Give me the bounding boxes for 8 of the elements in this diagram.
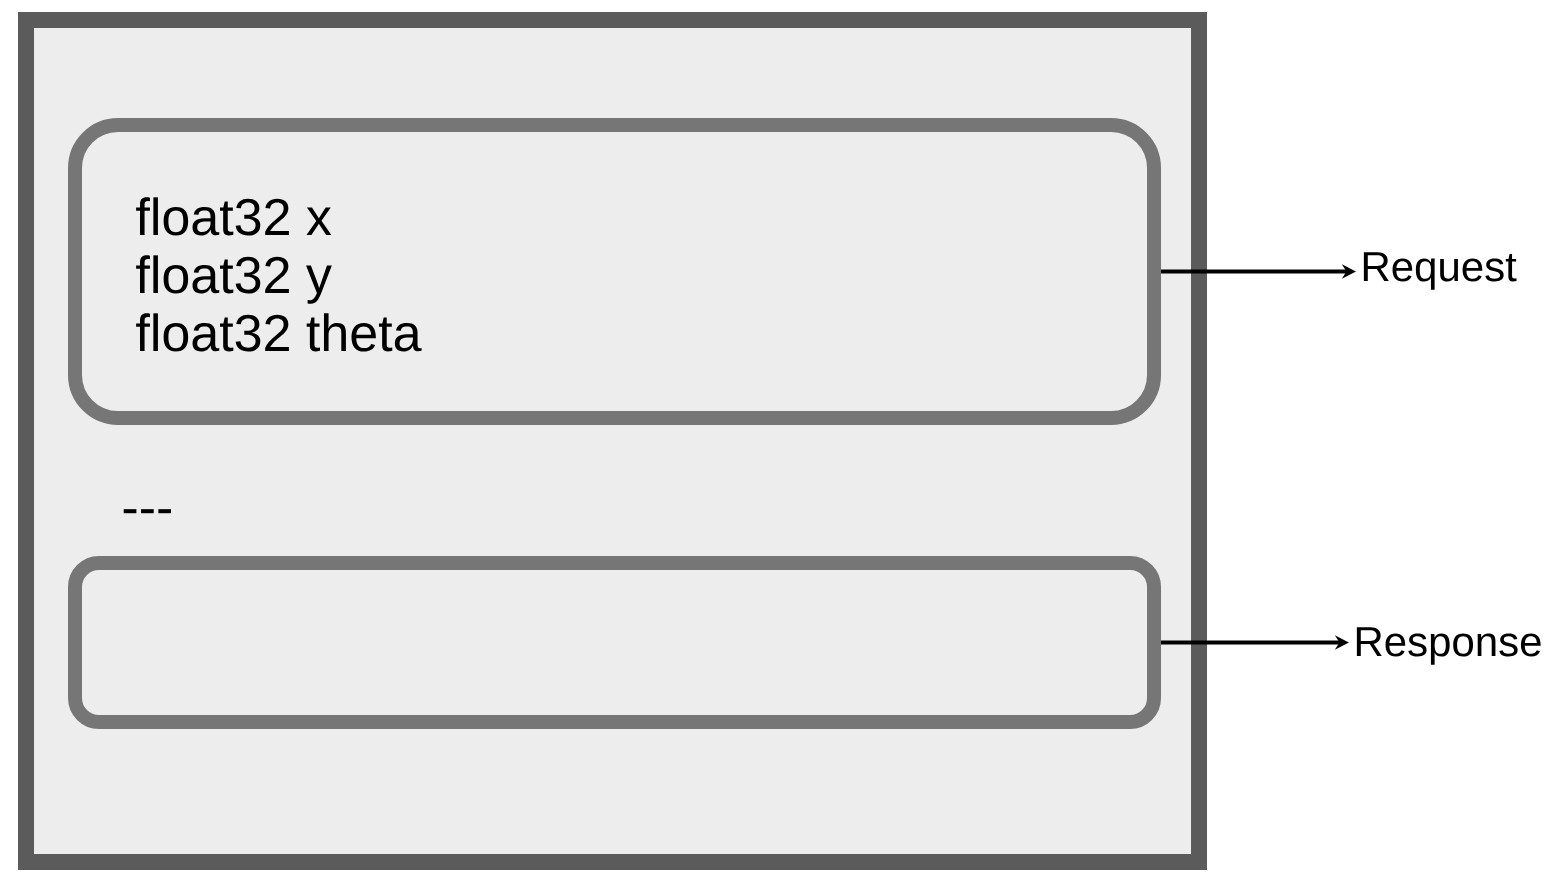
- field-text: float32 x: [136, 197, 332, 236]
- text-label: Request: [1363, 252, 1517, 290]
- text-label: Response: [1356, 627, 1541, 665]
- message-box: [68, 118, 1161, 425]
- field-text: float32 y: [136, 255, 332, 304]
- rounded-box: [68, 556, 1161, 729]
- separator-label: ---: [123, 509, 172, 514]
- field-text: float32 theta: [136, 313, 422, 352]
